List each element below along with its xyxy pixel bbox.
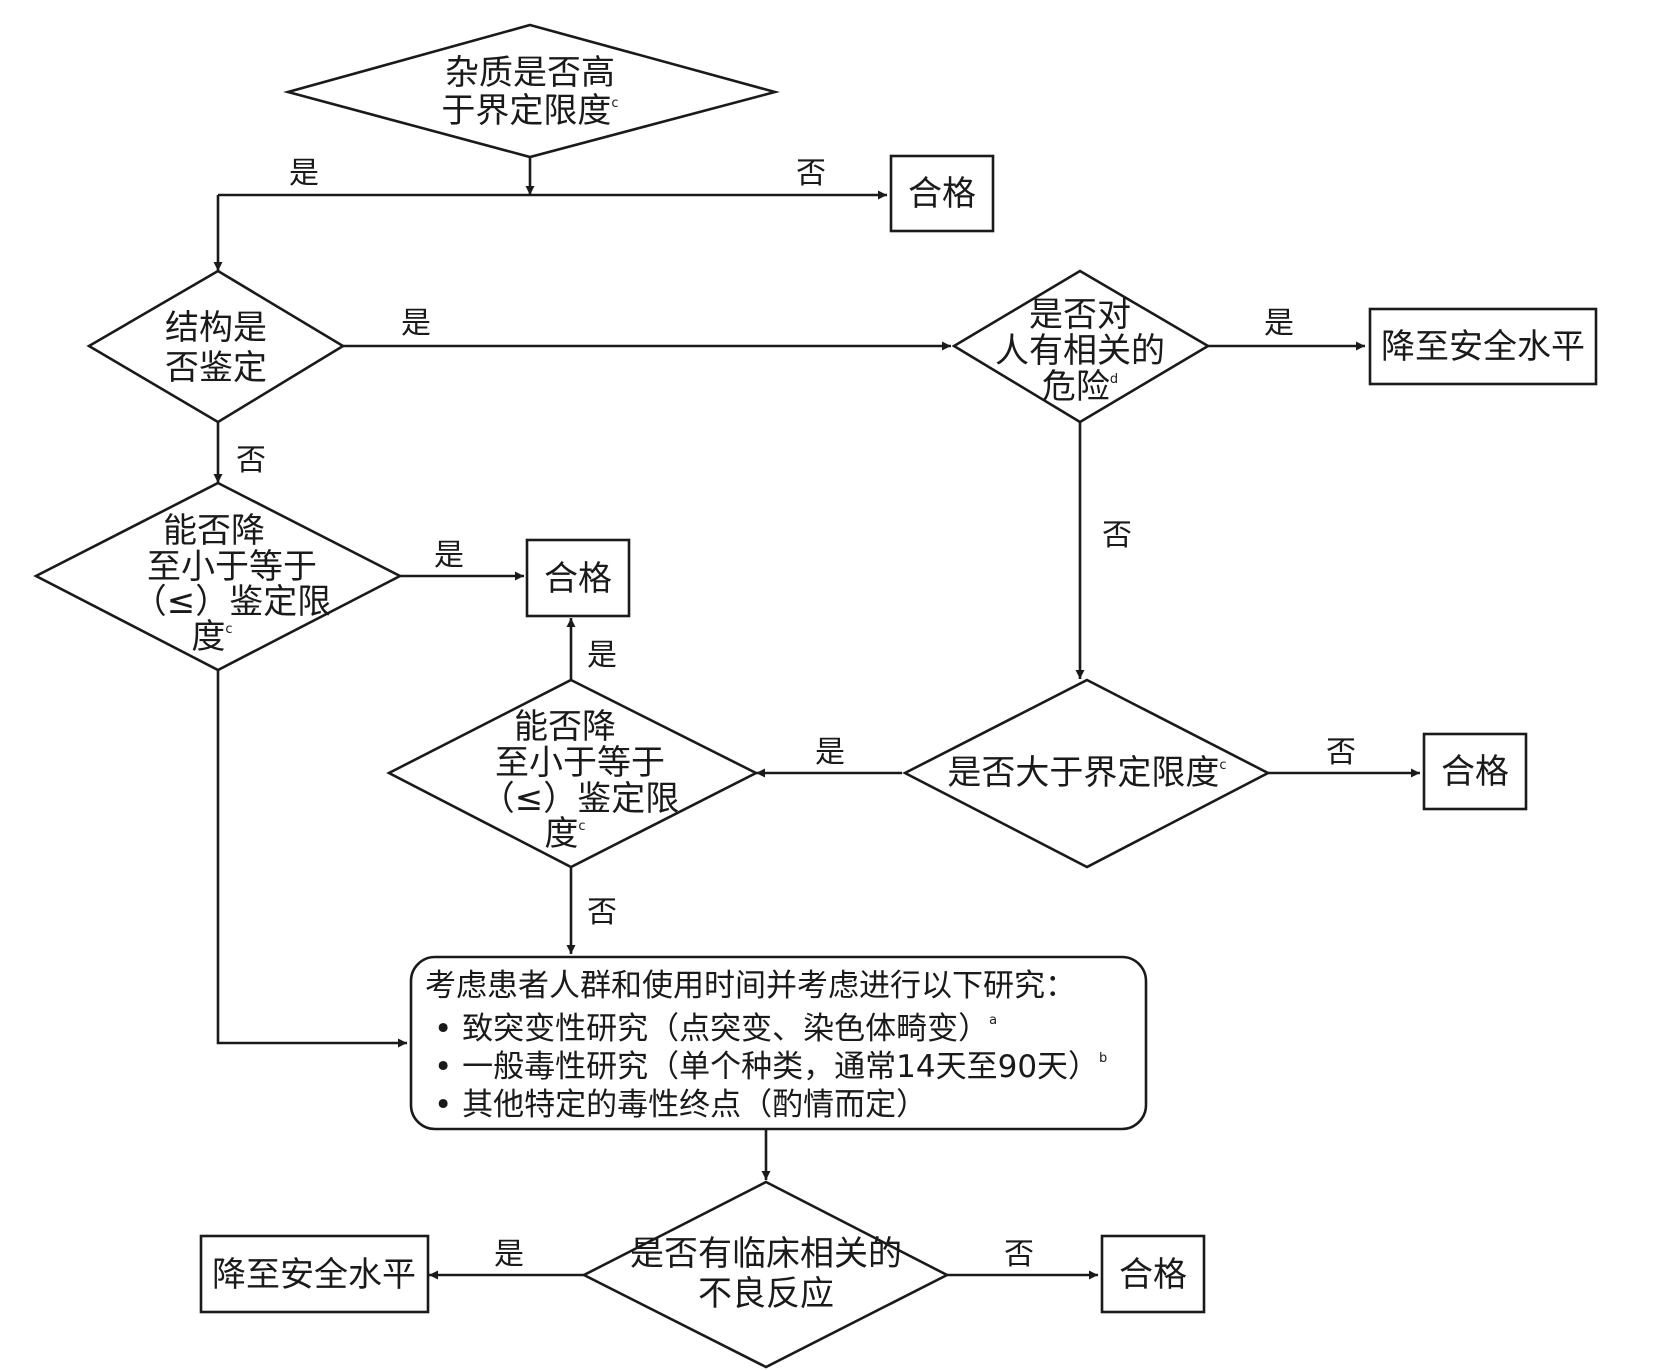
node-text-line: 是否对 — [1029, 295, 1131, 335]
edge-label-adverse-no: 否 — [1004, 1237, 1034, 1272]
edge-reduce-left-no — [216, 670, 407, 1048]
node-text-line: 杂质是否高 — [445, 53, 615, 93]
edge-label-reduce-mid-yes: 是 — [587, 638, 617, 673]
edge-label-hazard-no: 否 — [1102, 518, 1132, 553]
result-pass-top: 合格 — [889, 154, 995, 233]
node-text-line: 人有相关的 — [995, 331, 1165, 371]
node-label: 合格 — [908, 174, 976, 214]
node-label: 合格 — [1441, 752, 1509, 792]
decision-structure-identified: 结构是 否鉴定 — [86, 269, 346, 424]
result-reduce-safe-top: 降至安全水平 — [1368, 307, 1598, 386]
edge-label-above-yes: 是 — [815, 735, 845, 770]
node-text-line: 危险d — [1042, 367, 1118, 407]
edge-label-hazard-yes: 是 — [1264, 306, 1294, 341]
bullet-text: 致突变性研究（点突变、染色体畸变） — [462, 1011, 989, 1047]
decision-reduce-left: 能否降 至小于等于 （≤）鉴定限 度c — [33, 481, 403, 672]
bullet-char: • — [434, 1087, 452, 1123]
bullet-char: • — [434, 1049, 452, 1085]
node-label: 合格 — [1119, 1255, 1187, 1295]
node-text-line: 度c — [544, 814, 585, 854]
result-reduce-safe-bottom: 降至安全水平 — [199, 1234, 430, 1314]
edge-label-start-no: 否 — [796, 156, 826, 191]
node-label: 合格 — [544, 559, 612, 599]
node-text-line: 至小于等于 — [147, 547, 317, 587]
studies-bullet: • 一般毒性研究（单个种类，通常14天至90天）b — [434, 1049, 1107, 1085]
edge-label-adverse-yes: 是 — [494, 1237, 524, 1272]
node-text-line: 能否降 — [514, 707, 616, 747]
decision-human-hazard: 是否对 人有相关的 危险d — [951, 269, 1211, 424]
edge-label-reduce-mid-no: 否 — [587, 895, 617, 930]
edge-labels: 是 否 是 否 是 否 是 是 是 否 否 是 否 — [236, 156, 1356, 1272]
decision-above-limit: 是否大于界定限度c — [902, 678, 1271, 869]
node-text-line: 能否降 — [163, 511, 265, 551]
footnote-mark: c — [578, 819, 585, 834]
node-text-line: 不良反应 — [698, 1274, 834, 1314]
node-text-main: 度 — [191, 617, 225, 657]
node-text-line: 是否有临床相关的 — [630, 1234, 902, 1274]
node-text-line: （≤）鉴定限 — [133, 582, 332, 622]
edge-label-structure-yes: 是 — [401, 306, 431, 341]
studies-title: 考虑患者人群和使用时间并考虑进行以下研究： — [425, 968, 1076, 1004]
edge-label-above-no: 否 — [1326, 735, 1356, 770]
decision-impurity-above-threshold: 杂质是否高 于界定限度c — [283, 23, 780, 159]
result-pass-middle: 合格 — [525, 538, 631, 618]
connectors — [213, 157, 1420, 1280]
node-text-main: 是否大于界定限度 — [947, 753, 1219, 793]
edge-label-reduce-left-yes: 是 — [434, 538, 464, 573]
bullet-text: 一般毒性研究（单个种类，通常14天至90天） — [462, 1049, 1099, 1085]
decision-adverse-reaction: 是否有临床相关的 不良反应 — [581, 1180, 950, 1369]
bullet-text: 其他特定的毒性终点（酌情而定） — [462, 1087, 927, 1123]
studies-bullet: • 致突变性研究（点突变、染色体畸变）a — [434, 1011, 997, 1047]
edge-label-structure-no: 否 — [236, 443, 266, 478]
edge-label-start-yes: 是 — [289, 156, 319, 191]
studies-box: 考虑患者人群和使用时间并考虑进行以下研究： • 致突变性研究（点突变、染色体畸变… — [409, 955, 1148, 1131]
result-pass-bottom: 合格 — [1100, 1234, 1206, 1314]
node-text-line: 是否大于界定限度c — [947, 753, 1226, 793]
footnote-mark: d — [1110, 372, 1118, 387]
bullet-char: • — [434, 1011, 452, 1047]
node-text-line: 结构是 — [165, 308, 267, 348]
result-pass-right: 合格 — [1422, 732, 1528, 811]
node-text-line: （≤）鉴定限 — [481, 779, 680, 819]
node-label: 降至安全水平 — [1381, 327, 1585, 367]
node-label: 降至安全水平 — [212, 1255, 416, 1295]
node-text-main: 度 — [544, 814, 578, 854]
node-text-line: 于界定限度c — [441, 91, 618, 131]
footnote-mark: b — [1099, 1051, 1107, 1066]
footnote-mark: c — [611, 96, 618, 111]
studies-bullet: • 其他特定的毒性终点（酌情而定） — [434, 1087, 927, 1123]
node-text-main: 危险 — [1042, 367, 1110, 407]
node-text-line: 否鉴定 — [165, 348, 267, 388]
node-text-line: 度c — [191, 617, 232, 657]
footnote-mark: c — [225, 622, 232, 637]
decision-reduce-middle: 能否降 至小于等于 （≤）鉴定限 度c — [386, 678, 759, 869]
node-text-line: 至小于等于 — [495, 743, 665, 783]
footnote-mark: c — [1219, 758, 1226, 773]
node-text-main: 于界定限度 — [441, 91, 611, 131]
footnote-mark: a — [989, 1013, 997, 1028]
